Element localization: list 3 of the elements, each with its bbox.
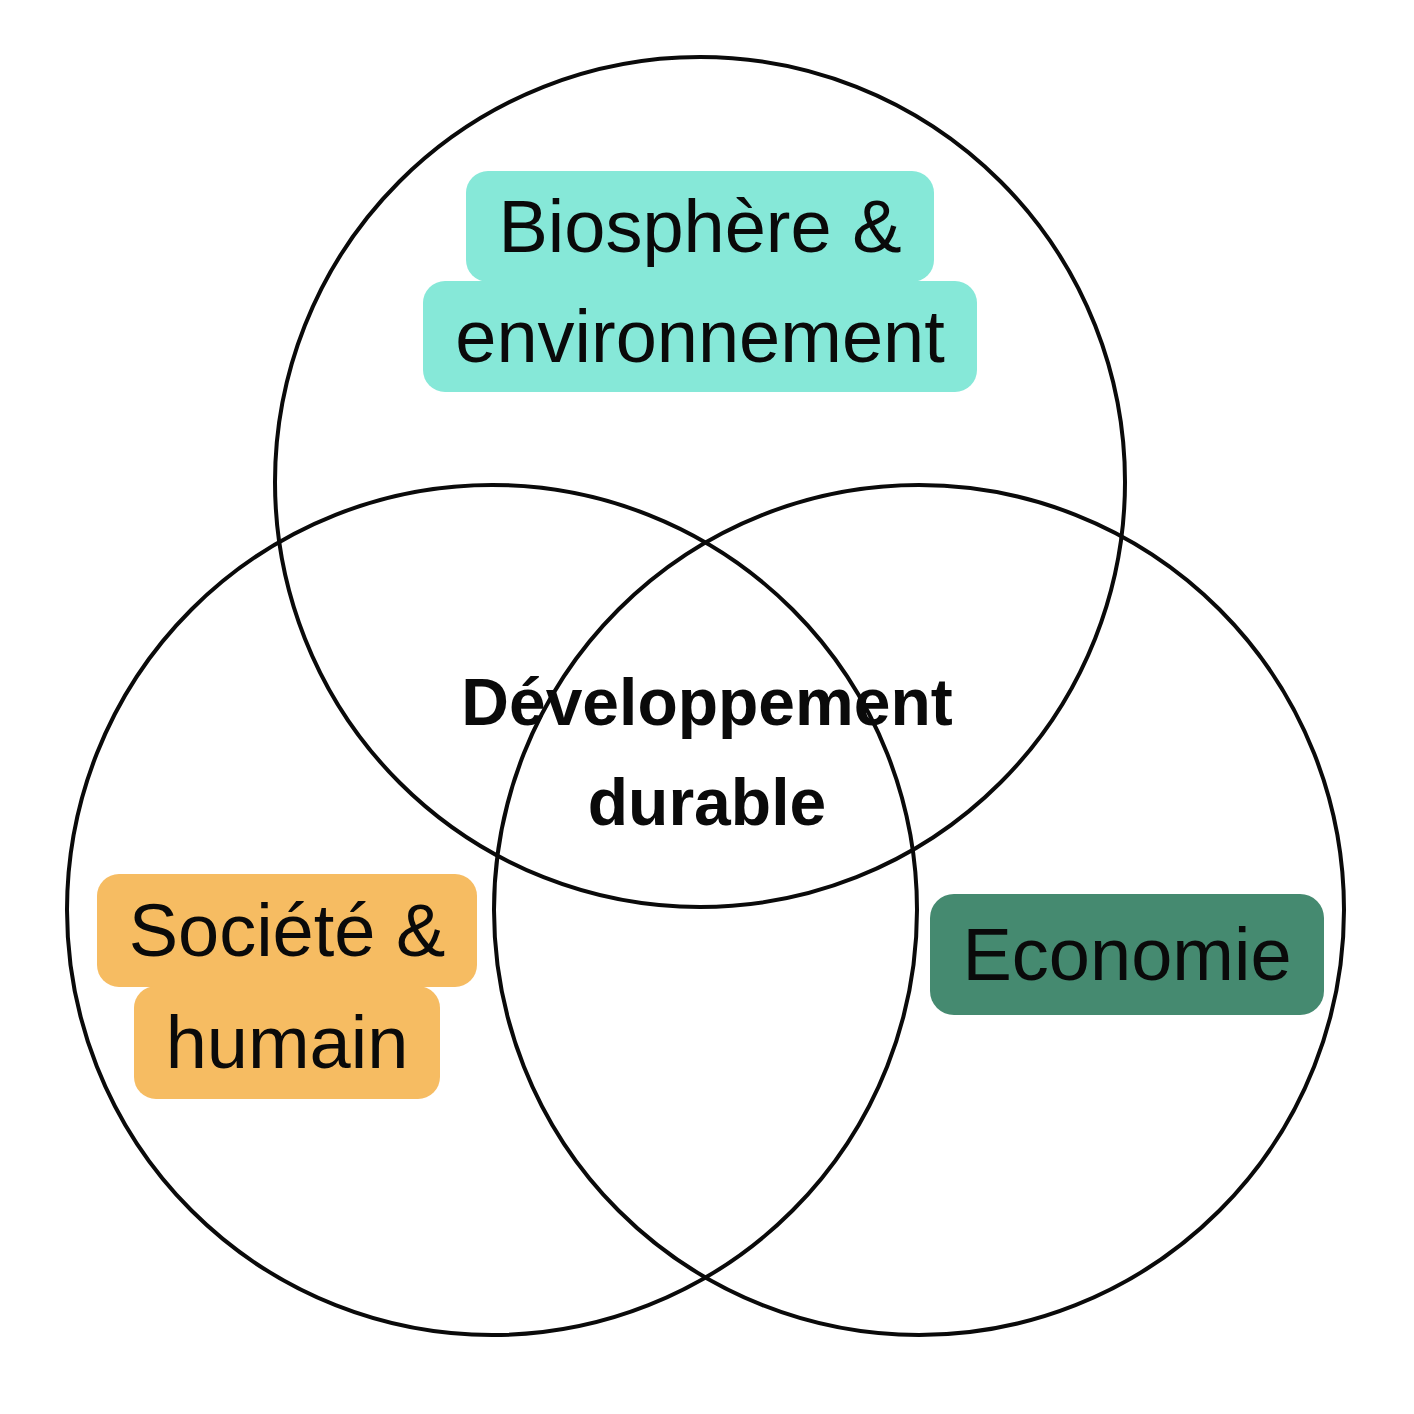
highlighted-label: Société & humain: [96, 875, 478, 1099]
highlighted-label: Economie: [929, 895, 1325, 1015]
highlighted-label: Biosphère & environnement: [422, 172, 978, 392]
